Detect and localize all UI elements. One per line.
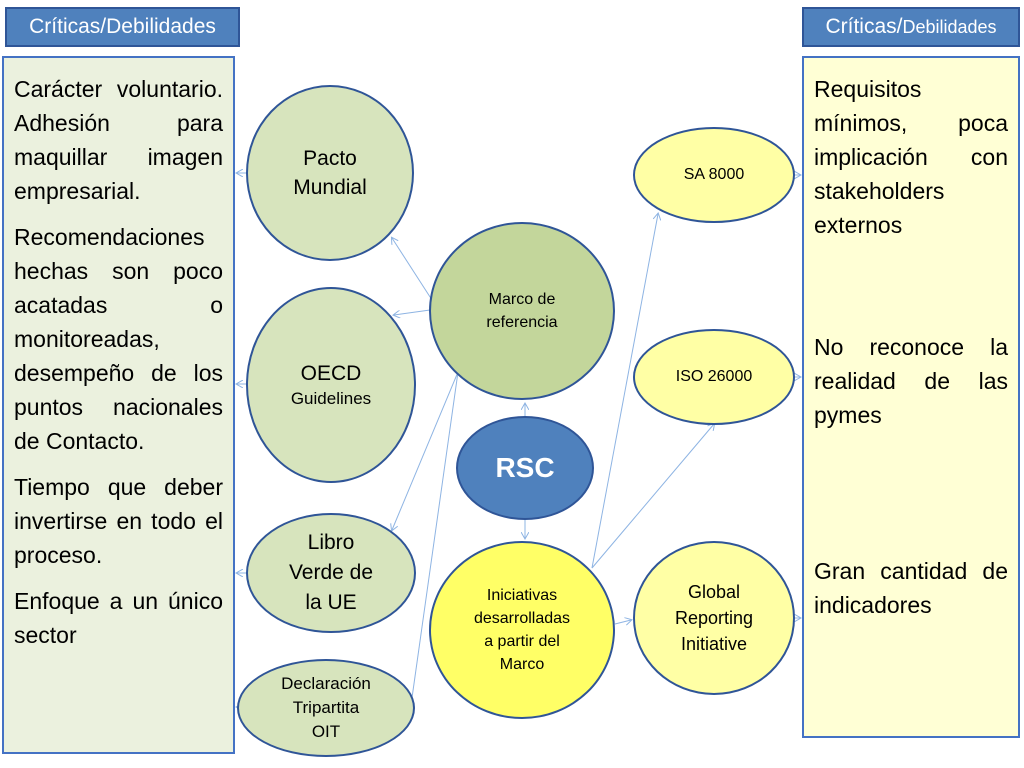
pacto-line-2: Mundial xyxy=(293,176,367,199)
left-criticas-header: Críticas/Debilidades xyxy=(5,7,240,47)
right-critica-2: No reconoce la realidad de las pymes xyxy=(814,334,1008,428)
right-header-label-part2: Debilidades xyxy=(902,16,997,37)
node-iniciativas: Iniciativas desarrolladas a partir del M… xyxy=(429,541,615,719)
left-critica-3: Tiempo que deber invertirse en todo el p… xyxy=(14,474,223,568)
connector-iniciativas-gri xyxy=(614,620,631,624)
declaracion-line-3: OIT xyxy=(311,722,341,741)
gri-line-2: Reporting xyxy=(674,608,754,628)
gri-line-3: Initiative xyxy=(680,634,748,654)
node-rsc: RSC xyxy=(456,416,594,520)
node-declaracion-tripartita: Declaración Tripartita OIT xyxy=(237,659,415,757)
connector-marco-declaracion xyxy=(410,371,459,712)
node-libro-verde: Libro Verde de la UE xyxy=(246,513,416,633)
node-oecd-guidelines: OECD Guidelines xyxy=(246,287,416,483)
marco-line-2: referencia xyxy=(486,314,558,331)
left-header-label: Críticas/Debilidades xyxy=(29,15,216,38)
iniciativas-line-2: desarrolladas xyxy=(473,610,571,627)
iniciativas-line-4: Marco xyxy=(499,656,545,673)
right-critica-3: Gran cantidad de indicadores xyxy=(814,558,1008,618)
iso26000-label: ISO 26000 xyxy=(675,368,753,385)
oecd-subtitle: Guidelines xyxy=(290,389,372,408)
left-critica-4: Enfoque a un único sector xyxy=(14,588,223,648)
connector-iniciativas-sa8000 xyxy=(591,214,658,569)
node-global-reporting-initiative: Global Reporting Initiative xyxy=(633,541,795,695)
libro-line-1: Libro xyxy=(307,531,355,554)
marco-line-1: Marco de xyxy=(488,291,556,308)
gri-line-1: Global xyxy=(687,582,741,602)
left-criticas-panel: Carácter voluntario. Adhesión para maqui… xyxy=(2,56,235,754)
pacto-line-1: Pacto xyxy=(303,147,357,170)
connector-iniciativas-iso26000 xyxy=(591,424,714,569)
right-criticas-header: Críticas/Debilidades xyxy=(802,7,1020,47)
node-iso26000: ISO 26000 xyxy=(633,329,795,425)
right-header-label-part1: Críticas/ xyxy=(825,15,903,38)
declaracion-line-1: Declaración xyxy=(281,674,371,693)
connector-marco-libro xyxy=(392,371,459,530)
iniciativas-line-1: Iniciativas xyxy=(486,587,558,604)
right-critica-1: Requisitos mínimos, poca implicación con… xyxy=(814,76,1008,238)
connector-marco-pacto xyxy=(392,238,433,301)
libro-line-3: la UE xyxy=(305,591,357,614)
oecd-title: OECD xyxy=(300,362,362,385)
left-critica-2: Recomendaciones hechas son poco acatadas… xyxy=(14,224,223,454)
right-criticas-panel: Requisitos mínimos, poca implicación con… xyxy=(802,56,1020,738)
left-critica-1: Carácter voluntario. Adhesión para maqui… xyxy=(14,76,223,204)
libro-line-2: Verde de xyxy=(288,561,374,584)
sa8000-label: SA 8000 xyxy=(683,166,745,183)
iniciativas-line-3: a partir del xyxy=(484,633,560,650)
declaracion-line-2: Tripartita xyxy=(292,698,360,717)
node-sa8000: SA 8000 xyxy=(633,127,795,223)
node-pacto-mundial: Pacto Mundial xyxy=(246,85,414,261)
connector-marco-oecd xyxy=(394,309,431,315)
node-marco-referencia: Marco de referencia xyxy=(429,222,615,400)
rsc-label: RSC xyxy=(495,452,555,483)
